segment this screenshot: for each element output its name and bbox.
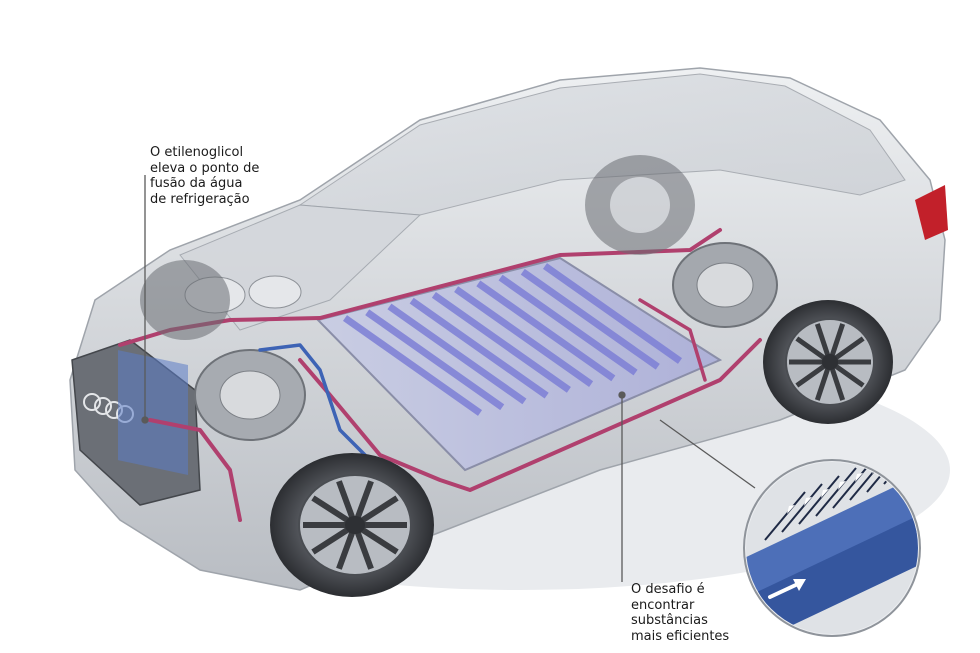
cooling-channel [342, 315, 483, 416]
cooling-rib [798, 475, 840, 525]
leader-lines [141, 175, 756, 582]
callout-line: mais eficientes [631, 628, 730, 644]
front-left-wheel [140, 260, 230, 340]
front-right-wheel [270, 453, 434, 597]
radiator [118, 350, 188, 475]
cooling-rib [781, 483, 823, 533]
rear-right-wheel [763, 300, 893, 424]
callout-line: fusão da água [150, 176, 243, 191]
cooling-channel [498, 274, 638, 376]
flow-arrow-icon [804, 497, 812, 506]
roof-glass [298, 73, 906, 216]
callout-line: eleva o ponto de [150, 160, 260, 176]
cooling-channel [409, 297, 549, 399]
battery-cooling-plate-zoom [743, 459, 921, 637]
cooling-channel [387, 303, 527, 405]
flow-arrow-icon [768, 579, 806, 599]
callout-line: O desafio é [631, 582, 705, 597]
rear-left-wheel [585, 155, 695, 255]
callout-line: O etilenoglicol [150, 145, 244, 160]
cooling-channel [454, 286, 594, 387]
callout-line: substâncias [631, 613, 708, 628]
cooling-rib [849, 462, 891, 501]
callout-challenge: O desafio é encontrar substâncias mais e… [631, 582, 729, 644]
cooling-channel [431, 292, 571, 393]
flow-arrow-icon [838, 481, 846, 490]
cooling-channel [542, 263, 683, 364]
cooling-channel [365, 309, 505, 411]
rear-motor [672, 242, 778, 328]
callout-ethylene-glycol: O etilenoglicol eleva o ponto de fusão d… [150, 145, 259, 207]
callout-line: de refrigeração [150, 191, 250, 207]
cooling-channel [520, 268, 660, 370]
tail-light [915, 185, 948, 240]
callout-line: encontrar [631, 597, 695, 613]
cooling-channel [476, 280, 616, 382]
flow-arrow-icon [855, 473, 863, 482]
flow-arrow-icon [821, 489, 829, 498]
flow-arrow-icon [787, 505, 795, 514]
battery-pack [316, 256, 723, 472]
cooling-rib [764, 491, 806, 541]
cooling-rib [815, 467, 857, 517]
